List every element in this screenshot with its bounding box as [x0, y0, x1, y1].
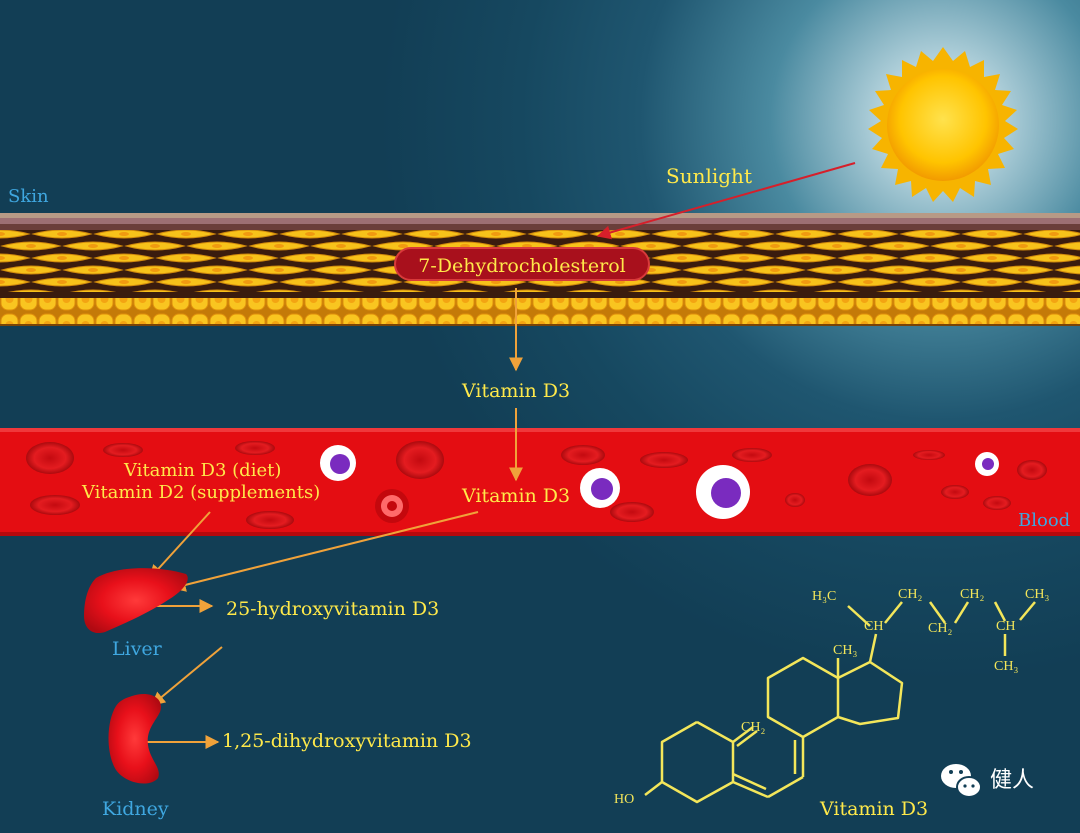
chem-ch2-c: CH₂	[960, 587, 984, 602]
liver-icon	[84, 568, 188, 634]
chem-ch2-ring: CH₂	[741, 720, 765, 735]
white-blood-cells	[320, 445, 999, 519]
chem-ho: HO	[614, 792, 634, 807]
vitamin-d3-diet-label: Vitamin D3 (diet)	[124, 460, 282, 481]
kidney-label: Kidney	[102, 798, 169, 820]
chem-ch3-ring: CH₃	[833, 643, 857, 658]
chem-ch3-a: CH₃	[1025, 587, 1049, 602]
chem-ch2-b: CH₂	[928, 621, 952, 636]
vitamin-d3-structure-label: Vitamin D3	[820, 798, 929, 820]
vitamin-d2-supplements-label: Vitamin D2 (supplements)	[82, 482, 321, 503]
sunlight-arrow	[596, 162, 856, 240]
chem-ch2-a: CH₂	[898, 587, 922, 602]
pathway-arrows	[145, 288, 523, 749]
chem-h3c: H₃C	[812, 589, 836, 604]
watermark-text: 健人	[990, 768, 1035, 793]
chemistry-labels: H₃C CH CH₂ CH₂ CH₂ CH CH₃ CH₃ CH₃ CH₂ HO	[614, 587, 1049, 807]
sunlight-label: Sunlight	[666, 164, 752, 188]
dehydrocholesterol-label: 7-Dehydrocholesterol	[418, 255, 626, 277]
sun-icon	[868, 47, 1018, 202]
skin-label: Skin	[8, 186, 49, 207]
liver-label: Liver	[112, 638, 162, 660]
vitamin-d3-skin-label: Vitamin D3	[462, 380, 571, 402]
red-blood-cells	[26, 441, 1047, 529]
vitamin-d3-structure	[644, 601, 1036, 804]
wechat-icon	[941, 764, 982, 798]
kidney-icon	[108, 693, 161, 784]
chem-ch3-b: CH₃	[994, 659, 1018, 674]
dehydrocholesterol-badge: 7-Dehydrocholesterol	[394, 247, 650, 281]
target-cell	[375, 489, 409, 523]
chem-ch-b: CH	[996, 619, 1015, 634]
hydroxyvitamin-label: 25-hydroxyvitamin D3	[226, 598, 440, 620]
chem-ch-a: CH	[864, 619, 883, 634]
vitamin-d3-blood-label: Vitamin D3	[462, 485, 571, 507]
blood-vessel	[0, 428, 1080, 536]
blood-label: Blood	[1018, 510, 1071, 531]
dihydroxyvitamin-label: 1,25-dihydroxyvitamin D3	[222, 730, 472, 752]
